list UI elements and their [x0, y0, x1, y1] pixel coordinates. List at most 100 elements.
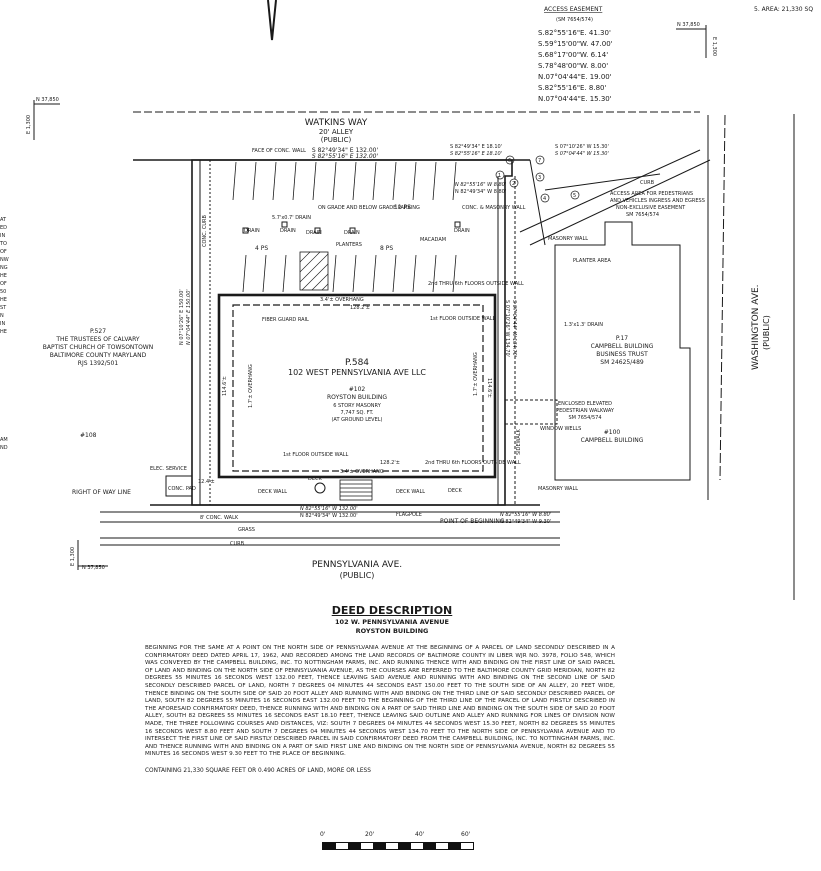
- dim-128-bot: 128.2'±: [380, 460, 400, 466]
- circle-num-4: 4: [543, 196, 546, 202]
- east-line-2: S 07°04'44" W 134.70': [511, 300, 517, 357]
- campbell-owner-1: CAMPBELL BUILDING: [591, 343, 654, 350]
- conc-walk: 8' CONC. WALK: [200, 515, 239, 521]
- campbell-owner-2: BUSINESS TRUST: [596, 351, 648, 358]
- svg-text:OF: OF: [0, 249, 7, 255]
- svg-text:NW: NW: [0, 257, 9, 263]
- adj-owner-1: THE TRUSTEES OF CALVARY: [55, 336, 140, 343]
- grid-east-top: E 1,300: [711, 37, 717, 56]
- scale-bar-segments: [322, 842, 474, 850]
- svg-text:TO: TO: [0, 241, 7, 247]
- ne-line-1: S 82°49'34" E 18.10': [450, 144, 502, 150]
- deck-wall-1: DECK WALL: [258, 489, 287, 495]
- window-wells: WINDOW WELLS: [540, 426, 581, 432]
- west-line-1: N 07°10'26" E 150.00': [179, 289, 185, 345]
- dim-right: 114.6'±: [486, 378, 492, 398]
- penn-ave-label: PENNSYLVANIA AVE.: [312, 560, 402, 570]
- course-7: N.07°04'44"E. 15.30': [538, 95, 612, 103]
- ne-line-2: S 82°55'16" E 18.10': [450, 151, 502, 157]
- grid-east-bottom: E 1,300: [70, 547, 76, 566]
- dim-12: 12.4'±: [198, 479, 215, 485]
- building-footprint: [217, 293, 497, 479]
- campbell-name: CAMPBELL BUILDING: [581, 437, 644, 444]
- course-1: S.82°55'16"E. 41.30': [538, 29, 611, 37]
- on-grade-label: ON GRADE AND BELOW GRADE PARKING: [318, 205, 420, 211]
- fiber-guard-label: FIBER GUARD RAIL: [262, 317, 309, 323]
- adj-owner-3: BALTIMORE COUNTY MARYLAND: [50, 352, 147, 359]
- parking-11: 11 PS: [394, 204, 411, 211]
- access-area-2: AND VEHICLES INGRESS AND EGRESS: [610, 198, 705, 204]
- east-course-2: S 07°04'44" W 15.30': [555, 151, 609, 157]
- course-6: S.82°55'16"E. 8.80': [538, 84, 606, 92]
- adjacent-num-108: #108: [80, 432, 97, 439]
- adj-owner-2: BAPTIST CHURCH OF TOWSONTOWN: [43, 344, 153, 351]
- drain-label-4: DRAIN: [344, 230, 360, 236]
- south-line-1: N 82°55'16" W 132.00': [300, 506, 358, 512]
- inner-course-1: N 82°55'16" W 8.80': [455, 182, 506, 188]
- circle-num-5: 5: [573, 193, 576, 199]
- watkins-way-label: WATKINS WAY: [305, 118, 368, 128]
- deck-2: DECK: [448, 488, 463, 494]
- east-course-1: S 07°10'26" W 15.30': [555, 144, 609, 150]
- parking-8: 8 PS: [380, 245, 393, 252]
- left-margin-text: AT ED IN TO OF NW NG HE OF 50 HE ST N IN…: [0, 217, 9, 451]
- floors-top-label: 2nd THRU 6th FLOORS OUTSIDE WALL: [428, 281, 524, 287]
- access-area-1: ACCESS AREA FOR PEDESTRIANS: [610, 191, 693, 197]
- scale-label-40: 40': [415, 831, 425, 838]
- conc-pad: CONC. PAD: [168, 486, 196, 492]
- bldg-type: 6 STORY MASONRY: [333, 403, 381, 409]
- face-wall-label: FACE OF CONC. WALL: [252, 148, 306, 154]
- access-area-3: NON-EXCLUSIVE EASEMENT: [616, 205, 686, 211]
- pob-line-2: N 82°49'34" W 9.30': [500, 519, 551, 525]
- campbell-num: #100: [604, 429, 621, 436]
- scale-label-0: 0': [320, 831, 326, 838]
- access-area-4: SM 7654/574: [626, 212, 659, 218]
- overhang-top: 3.4'± OVERHANG: [320, 297, 364, 303]
- inner-course-2: N 82°49'34" W 8.80': [455, 189, 506, 195]
- alley-label: 20' ALLEY: [319, 128, 354, 136]
- dim-128-top: 128.2'±: [350, 305, 370, 311]
- circle-num-1: 1: [498, 173, 501, 179]
- grate-label: 5.7'x0.7' DRAIN: [272, 215, 311, 221]
- row-label: RIGHT OF WAY LINE: [72, 489, 131, 496]
- pob-label: POINT OF BEGINNING: [440, 518, 505, 525]
- washington-public-label: (PUBLIC): [762, 315, 771, 350]
- access-easement-courses: S.82°55'16"E. 41.30' S.59°15'00"W. 47.00…: [538, 29, 613, 103]
- adj-parcel: P.527: [90, 328, 106, 335]
- overhang-bottom: 3.4'± OVERHANG: [340, 469, 384, 475]
- elec-service: ELEC. SERVICE: [150, 466, 187, 472]
- grass: GRASS: [238, 527, 255, 533]
- bldg-name: ROYSTON BUILDING: [327, 394, 387, 401]
- course-5: N.07°04'44"E. 19.00': [538, 73, 612, 81]
- parking-stalls: [232, 161, 457, 293]
- north-line-1: S 82°49'34" E 132.00': [312, 147, 379, 154]
- access-easement-title: ACCESS EASEMENT: [544, 6, 603, 13]
- deed-description: DEED DESCRIPTION 102 W. PENNSYLVANIA AVE…: [145, 604, 615, 774]
- overhang-right: 1.7'± OVERHANG: [473, 352, 479, 396]
- campbell-ref: SM 24625/489: [600, 359, 644, 366]
- svg-text:IN: IN: [0, 321, 5, 327]
- parcel-boundary: [191, 159, 513, 506]
- deed-containing: CONTAINING 21,330 SQUARE FEET OR 0.490 A…: [145, 767, 371, 774]
- curb: CURB: [230, 541, 245, 547]
- parking-4: 4 PS: [255, 245, 268, 252]
- adj-ref: RJS 1392/501: [78, 360, 119, 367]
- svg-text:OF: OF: [0, 281, 7, 287]
- conc-masonry-label: CONC. & MASONRY WALL: [462, 205, 526, 211]
- south-line-2: N 82°49'34" W 132.00': [300, 513, 358, 519]
- walkway-ref: SM 7654/574: [568, 415, 601, 421]
- scale-label-60: 60': [461, 831, 471, 838]
- drain-label-5: DRAIN: [454, 228, 470, 234]
- bldg-area: 7,747 SQ. FT.: [340, 410, 373, 416]
- scale-bar: 0' 20' 40' 60': [318, 831, 478, 853]
- penn-public-label: (PUBLIC): [340, 571, 375, 580]
- east-line-1: S 07°10'26" W 134.70': [504, 300, 510, 357]
- grid-north-left: N 37,850: [36, 97, 59, 103]
- west-line-2: N 07°04'44" E 150.00': [186, 289, 192, 345]
- planter-area: PLANTER AREA: [573, 258, 611, 264]
- overhang-left: 1.7'± OVERHANG: [248, 364, 254, 408]
- planters-label: PLANTERS: [336, 242, 362, 248]
- drain-label-2: DRAIN: [280, 228, 296, 234]
- deed-title: DEED DESCRIPTION: [331, 604, 453, 617]
